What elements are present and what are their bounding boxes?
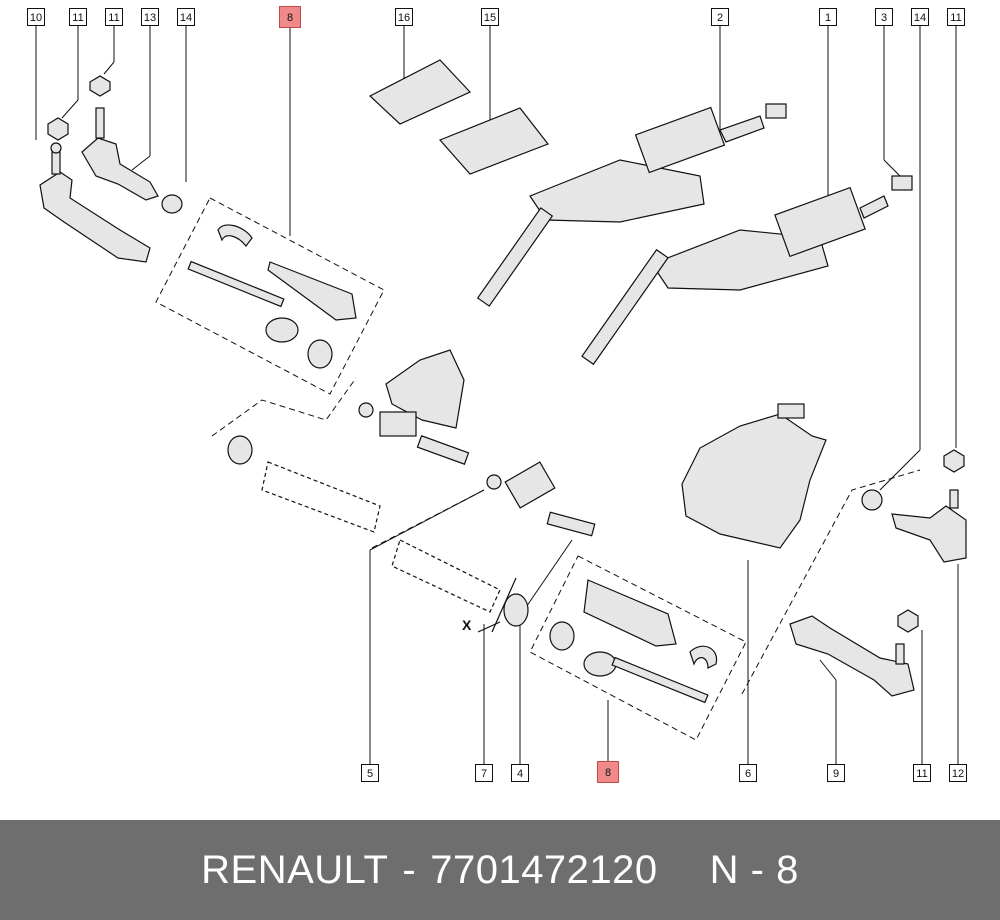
callout-5: 5 xyxy=(361,764,379,782)
callout-3: 3 xyxy=(875,8,893,26)
callout-1: 1 xyxy=(819,8,837,26)
callout-4: 4 xyxy=(511,764,529,782)
callout-7: 7 xyxy=(475,764,493,782)
parts-diagram: 10 11 11 13 14 8 16 15 2 1 3 14 11 5 7 4… xyxy=(27,6,967,783)
callout-14: 14 xyxy=(177,8,195,26)
part-info-banner: RENAULT - 7701472120 N - 8 xyxy=(0,820,1000,920)
brand-name: RENAULT xyxy=(201,847,389,892)
callout-12: 12 xyxy=(949,764,967,782)
callout-15: 15 xyxy=(481,8,499,26)
callout-11: 11 xyxy=(69,8,87,26)
dimension-marker-x: X xyxy=(462,617,472,633)
callout-11: 11 xyxy=(105,8,123,26)
callout-2: 2 xyxy=(711,8,729,26)
callout-9: 9 xyxy=(827,764,845,782)
diagram-drawing xyxy=(35,26,967,764)
callout-16: 16 xyxy=(395,8,413,26)
callout-6: 6 xyxy=(739,764,757,782)
callout-11: 11 xyxy=(913,764,931,782)
callout-8-highlighted: 8 xyxy=(279,6,301,28)
reference-label: N - 8 xyxy=(709,847,799,892)
separator: - xyxy=(402,847,417,892)
callout-8-highlighted: 8 xyxy=(597,761,619,783)
callout-10: 10 xyxy=(27,8,45,26)
callout-13: 13 xyxy=(141,8,159,26)
callout-14: 14 xyxy=(911,8,929,26)
part-number: 7701472120 xyxy=(430,847,658,892)
callout-11: 11 xyxy=(947,8,965,26)
